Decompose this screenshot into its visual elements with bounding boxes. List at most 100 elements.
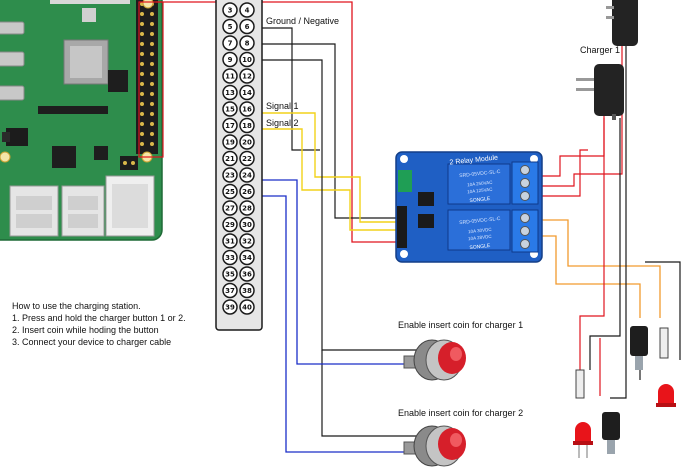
gpio-pin-label-31: 31: [225, 238, 235, 246]
gpio-pin-24: [239, 167, 255, 183]
gpio-pin-label-11: 11: [225, 73, 235, 81]
gpio-pin-label-26: 26: [242, 188, 252, 196]
gpio-pin-label-39: 39: [225, 304, 235, 312]
gpio-pin-32: [239, 233, 255, 249]
gpio-pin-label-40: 40: [242, 304, 252, 312]
gpio-pin-9: [222, 51, 238, 68]
gpio-pin-label-9: 9: [228, 56, 233, 64]
gpio-pin-label-14: 14: [242, 89, 252, 97]
relay-2-brand: SONGLE: [469, 243, 491, 251]
push-button-1-icon: [403, 339, 466, 381]
gpio-pin-label-37: 37: [225, 287, 235, 295]
gpio-pin-label-6: 6: [245, 23, 250, 31]
gpio-pin-label-19: 19: [225, 139, 235, 147]
led-icon: [573, 384, 676, 458]
gpio-pin-label-33: 33: [225, 254, 235, 262]
gpio-pin-31: [222, 233, 238, 249]
gpio-pin-label-25: 25: [225, 188, 235, 196]
gpio-pin-label-35: 35: [225, 271, 235, 279]
gpio-pin-label-29: 29: [225, 221, 235, 229]
gpio-pin-label-12: 12: [242, 73, 252, 81]
resistor-icon: [575, 327, 669, 399]
gpio-pin-label-20: 20: [242, 139, 252, 147]
gpio-pin-label-28: 28: [242, 205, 252, 213]
gpio-pin-label-3: 3: [228, 7, 233, 15]
gpio-pin-14: [239, 84, 255, 101]
gpio-pin-label-18: 18: [242, 122, 252, 130]
gpio-pin-33: [222, 249, 238, 266]
gpio-pin-13: [222, 84, 238, 101]
gpio-pin-15: [222, 101, 238, 117]
relay-module: [395, 151, 543, 263]
relay-2-rating-1: 10A 30VDC: [468, 227, 493, 235]
gpio-pin-3: [222, 2, 238, 18]
gpio-pin-19: [222, 134, 238, 150]
gpio-pin-30: [239, 216, 255, 233]
gpio-pin-7: [222, 35, 238, 51]
gpio-pin-5: [222, 18, 238, 35]
gpio-pin-27: [222, 200, 238, 216]
gpio-pin-label-5: 5: [228, 23, 233, 31]
gpio-pin-34: [239, 249, 255, 266]
gpio-pin-label-4: 4: [245, 7, 250, 15]
gpio-pin-4: [239, 2, 255, 18]
gpio-pin-label-23: 23: [225, 172, 235, 180]
instruction-step-3: 3. Connect your device to charger cable: [12, 337, 172, 347]
instructions-title: How to use the charging station.: [12, 301, 141, 311]
relay-1-rating-2: 10A 125VAC: [467, 187, 494, 195]
enable-coin-charger-1-label: Enable insert coin for charger 1: [398, 320, 524, 330]
gpio-pin-10: [239, 51, 255, 68]
gpio-header: [215, 0, 263, 331]
relay-1-rating-1: 10A 250VAC: [467, 180, 494, 188]
gpio-pin-label-34: 34: [242, 254, 252, 262]
usb-plug-icon: [602, 326, 648, 454]
gpio-pin-23: [222, 167, 238, 183]
relay-1-model: SRD-05VDC-SL-C: [459, 169, 501, 179]
charger-1-label: Charger 1: [580, 45, 621, 55]
gpio-pin-22: [239, 150, 255, 167]
gpio-pin-11: [222, 68, 238, 84]
gpio-pin-label-30: 30: [242, 221, 252, 229]
gpio-pin-label-8: 8: [245, 40, 250, 48]
instruction-step-2: 2. Insert coin while hoding the button: [12, 325, 159, 335]
gpio-pin-21: [222, 150, 238, 167]
gpio-pin-label-16: 16: [242, 106, 252, 114]
gpio-pin-label-36: 36: [242, 271, 252, 279]
gpio-pin-17: [222, 117, 238, 134]
gpio-pin-40: [239, 299, 255, 315]
instructions: How to use the charging station. 1. Pres…: [12, 300, 186, 348]
relay-1-brand: SONGLE: [469, 196, 491, 204]
gpio-pin-label-32: 32: [242, 238, 252, 246]
gpio-pin-37: [222, 282, 238, 299]
gpio-pin-29: [222, 216, 238, 233]
gpio-pin-label-21: 21: [225, 155, 235, 163]
gpio-pin-16: [239, 101, 255, 117]
signal-1-label: Signal 1: [266, 101, 299, 111]
relay-2-rating-2: 10A 28VDC: [468, 234, 493, 242]
gpio-pin-26: [239, 183, 255, 200]
gpio-pin-35: [222, 266, 238, 282]
gpio-pin-18: [239, 117, 255, 134]
gpio-pin-label-17: 17: [225, 122, 235, 130]
gpio-pin-36: [239, 266, 255, 282]
push-button-2-icon: [403, 425, 466, 467]
gpio-pin-label-7: 7: [228, 40, 233, 48]
gpio-pin-39: [222, 299, 238, 315]
instruction-step-1: 1. Press and hold the charger button 1 o…: [12, 313, 186, 323]
gpio-pin-label-22: 22: [242, 155, 252, 163]
signal-2-label: Signal 2: [266, 118, 299, 128]
gpio-pin-label-24: 24: [242, 172, 252, 180]
enable-coin-charger-2-label: Enable insert coin for charger 2: [398, 408, 524, 418]
ground-label: Ground / Negative: [266, 16, 340, 26]
gpio-pin-28: [239, 200, 255, 216]
gpio-pin-label-27: 27: [225, 205, 235, 213]
gpio-pin-label-13: 13: [225, 89, 235, 97]
gpio-pin-8: [239, 35, 255, 51]
gpio-pin-label-15: 15: [225, 106, 235, 114]
gpio-pin-25: [222, 183, 238, 200]
gpio-pin-6: [239, 18, 255, 35]
gpio-pin-label-38: 38: [242, 287, 252, 295]
gpio-pin-12: [239, 68, 255, 84]
